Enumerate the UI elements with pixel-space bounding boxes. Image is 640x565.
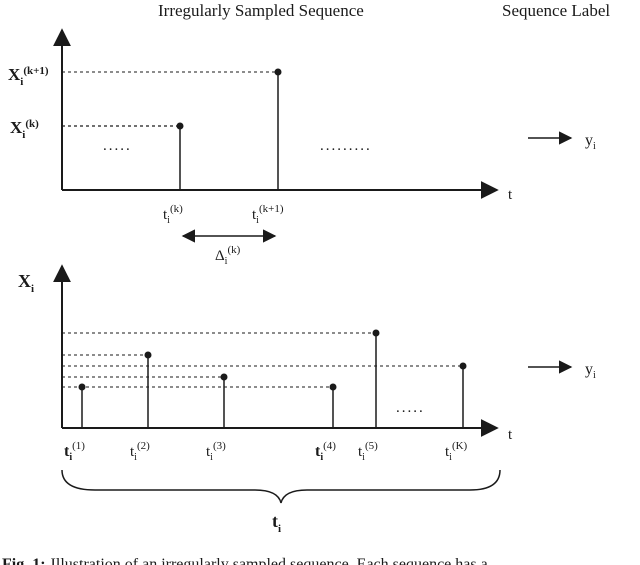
top-tick-k1: ti(k+1) [252, 203, 284, 226]
bottom-tick-5: ti(5) [358, 440, 378, 463]
bottom-tick-K: ti(K) [445, 440, 468, 463]
top-tick-k: ti(k) [163, 203, 183, 226]
bottom-x-axis-label: t [508, 427, 513, 443]
bottom-point-1 [78, 383, 86, 391]
bottom-point-4 [329, 383, 337, 391]
bottom-tick-1: ti(1) [64, 440, 85, 463]
header-label: Sequence Label [502, 1, 610, 20]
bottom-brace [61, 469, 501, 504]
bottom-tick-4: ti(4) [315, 440, 336, 463]
bottom-tick-2: ti(2) [130, 440, 150, 463]
top-y-tick-upper: Xi(k+1) [8, 65, 49, 88]
delta-label: Δi(k) [215, 244, 241, 267]
bottom-tick-3: ti(3) [206, 440, 226, 463]
bottom-point-2 [144, 351, 152, 359]
bottom-y-axis-label: Xi [18, 271, 34, 295]
bottom-point-K [459, 362, 467, 370]
bottom-dots: ..... [396, 400, 425, 416]
top-x-axis-label: t [508, 187, 513, 203]
header-title: Irregularly Sampled Sequence [158, 1, 364, 20]
top-dots-right: ......... [320, 138, 372, 154]
top-y-tick-lower: Xi(k) [10, 118, 39, 141]
brace-label: ti [272, 511, 281, 535]
top-dots-left: ..... [103, 138, 132, 154]
bottom-point-5 [372, 329, 380, 337]
top-point-k1 [274, 68, 282, 76]
bottom-point-3 [220, 373, 228, 381]
figure-caption: Fig. 1:Illustration of an irregularly sa… [2, 556, 488, 565]
top-point-k [176, 122, 184, 130]
bottom-output-label: yi [585, 361, 596, 381]
top-output-label: yi [585, 132, 596, 152]
